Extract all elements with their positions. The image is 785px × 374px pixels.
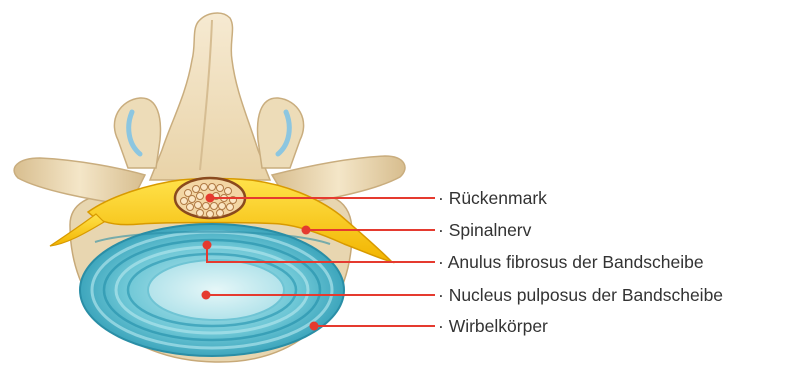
dot-spinalnerv <box>302 226 311 235</box>
dot-nucleus <box>202 291 211 300</box>
dot-wirbelkoerper <box>310 322 319 331</box>
dot-anulus <box>203 241 212 250</box>
spinous-process <box>150 13 270 180</box>
label-rueckenmark: · Rückenmark <box>438 188 547 208</box>
label-wirbelkoerper: · Wirbelkörper <box>438 316 548 336</box>
dot-rueckenmark <box>206 194 215 203</box>
label-nucleus-pulposus: · Nucleus pulposus der Bandscheibe <box>438 285 723 305</box>
label-spinalnerv: · Spinalnerv <box>438 220 531 240</box>
label-anulus-fibrosus: · Anulus fibrosus der Bandscheibe <box>438 252 704 272</box>
intervertebral-disc <box>80 224 344 356</box>
